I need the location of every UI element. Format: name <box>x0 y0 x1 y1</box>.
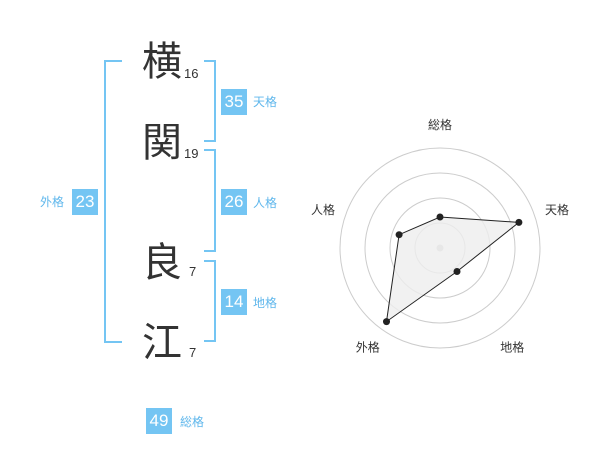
radar-ring-2 <box>389 197 491 299</box>
gaikaku-value: 23 <box>72 189 98 215</box>
name-char-2: 関 <box>142 120 182 166</box>
radar-axis-label-2: 天格 <box>545 202 569 217</box>
radar-series-polygon <box>385 216 521 323</box>
jinkaku-bracket <box>204 149 216 252</box>
chikaku-value: 14 <box>221 289 247 315</box>
radar-axis-label-4: 外格 <box>356 340 380 355</box>
soukaku-value: 49 <box>146 408 172 434</box>
soukaku-label: 総格 <box>180 415 205 429</box>
radar-axis-label-5: 人格 <box>311 202 335 217</box>
gaikaku-label: 外格 <box>40 195 65 209</box>
radar-ring-3 <box>364 172 516 324</box>
tenkaku-value: 35 <box>221 89 247 115</box>
radar-point-5 <box>395 231 403 239</box>
jinkaku-value: 26 <box>221 189 247 215</box>
stroke-count-1: 16 <box>184 66 199 81</box>
tenkaku-bracket <box>204 60 216 142</box>
jinkaku-label: 人格 <box>253 196 278 210</box>
stroke-count-3: 7 <box>189 264 197 279</box>
tenkaku-label: 天格 <box>253 95 278 109</box>
radar-point-1 <box>436 213 444 221</box>
chikaku-bracket <box>204 260 216 342</box>
radar-axis-label-1: 総格 <box>428 117 452 132</box>
stroke-count-2: 19 <box>184 146 199 161</box>
name-char-1: 横 <box>142 39 182 85</box>
radar-ring-4 <box>339 147 541 349</box>
radar-point-3 <box>453 268 461 275</box>
stroke-count-4: 7 <box>189 345 197 360</box>
gaikaku-bracket <box>104 60 122 343</box>
chikaku-label: 地格 <box>253 296 278 310</box>
name-char-3: 良 <box>142 240 182 286</box>
radar-axis-label-3: 地格 <box>500 340 524 355</box>
name-char-4: 江 <box>142 320 182 366</box>
radar-point-2 <box>515 218 523 226</box>
radar-point-4 <box>383 318 390 326</box>
